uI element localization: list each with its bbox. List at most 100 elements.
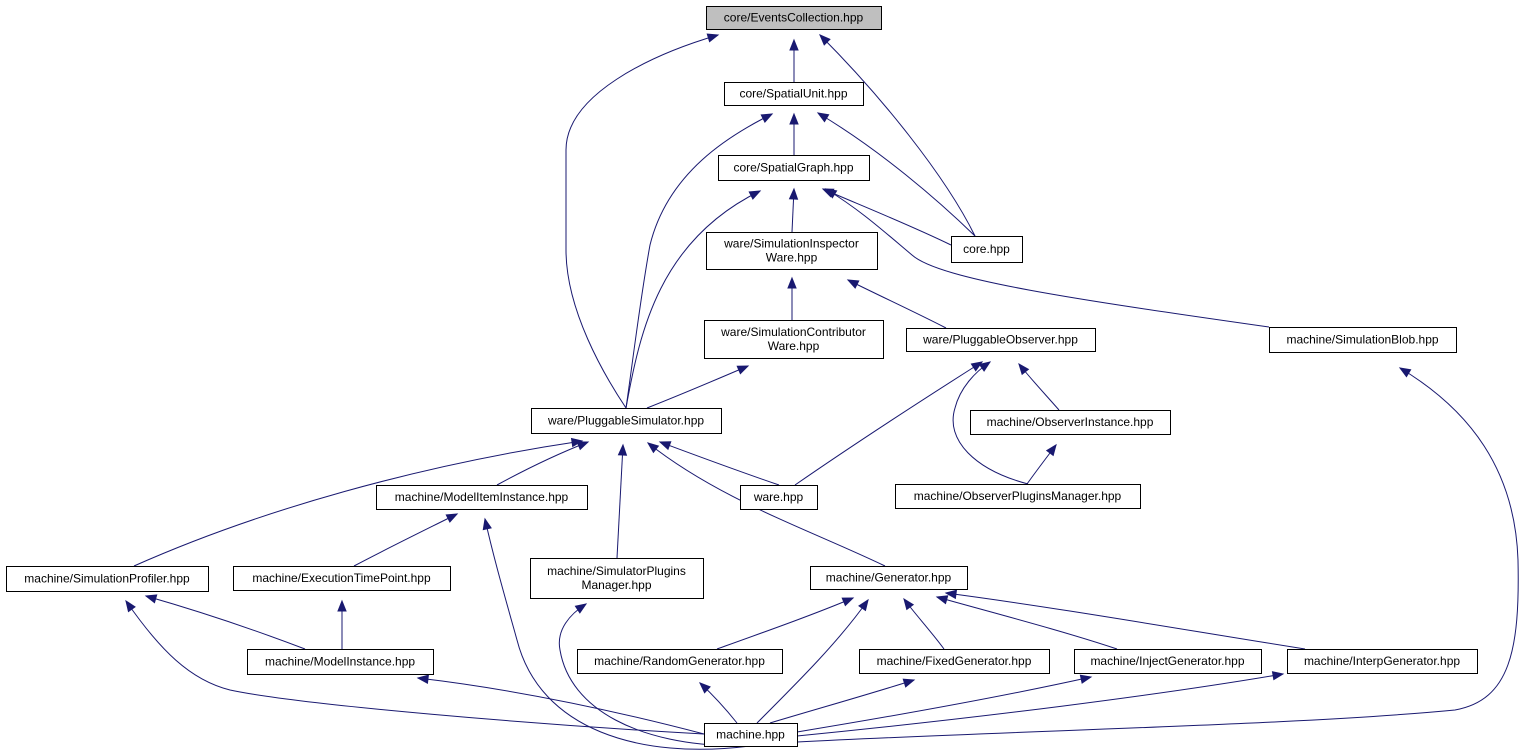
node-box [740, 485, 818, 510]
node-label: core/SpatialUnit.hpp [739, 87, 847, 101]
edge-line [659, 441, 780, 486]
node-simprofiler[interactable]: machine/SimulationProfiler.hpp [6, 566, 209, 592]
edge-machine-to-fixedgen [769, 678, 916, 724]
node-box [704, 320, 884, 359]
edge-arrowhead [760, 113, 774, 123]
node-box [247, 649, 434, 675]
node-observerplugins[interactable]: machine/ObserverPluginsManager.hpp [895, 484, 1141, 509]
edge-arrowhead [819, 34, 831, 46]
edge-ware-to-pluggablesim [658, 441, 780, 486]
node-label: machine/InjectGenerator.hpp [1090, 654, 1244, 668]
edge-line [716, 597, 854, 650]
edge-arrowhead [576, 441, 590, 451]
node-modelinstance[interactable]: machine/ModelInstance.hpp [247, 649, 434, 675]
edge-arrowhead [789, 112, 799, 125]
edge-arrowhead [1018, 362, 1030, 376]
edge-arrowhead [788, 187, 799, 200]
node-ware[interactable]: ware.hpp [740, 485, 818, 510]
edge-line [817, 112, 976, 237]
edge-line [616, 444, 624, 559]
edge-pluggablesim-to-spatialgraph [625, 190, 762, 409]
edge-arrowhead [816, 112, 830, 123]
node-observerinstance[interactable]: machine/ObserverInstance.hpp [970, 410, 1171, 435]
node-label: Ware.hpp [768, 339, 820, 353]
node-spatialgraph[interactable]: core/SpatialGraph.hpp [718, 155, 870, 181]
node-pluggableobserver[interactable]: ware/PluggableObserver.hpp [906, 328, 1096, 352]
node-simblob[interactable]: machine/SimulationBlob.hpp [1269, 327, 1457, 353]
edge-line [625, 113, 773, 409]
node-label: machine/ObserverPluginsManager.hpp [914, 489, 1122, 503]
node-label: machine/SimulationBlob.hpp [1286, 333, 1438, 347]
edge-arrowhead [978, 361, 992, 372]
edge-line [484, 518, 751, 750]
node-box [531, 408, 722, 434]
edge-spatialunit-to-events [789, 38, 799, 82]
node-label: machine/RandomGenerator.hpp [594, 654, 765, 668]
edge-injectgen-to-generator [935, 595, 1118, 650]
node-injectgen[interactable]: machine/InjectGenerator.hpp [1074, 649, 1262, 674]
node-label: machine/FixedGenerator.hpp [877, 654, 1032, 668]
node-box [706, 232, 878, 270]
node-interpgen[interactable]: machine/InterpGenerator.hpp [1287, 649, 1478, 674]
node-box [895, 484, 1141, 509]
node-box [906, 328, 1096, 352]
node-machine[interactable]: machine.hpp [704, 723, 798, 747]
edge-line [794, 361, 983, 486]
edge-ware-to-pluggableobserver [794, 361, 984, 486]
edge-simprofiler-to-pluggablesim [133, 437, 584, 567]
edge-line [565, 34, 719, 409]
node-exectimepoint[interactable]: machine/ExecutionTimePoint.hpp [233, 566, 451, 591]
edge-observerinstance-to-pluggableobserver [1018, 362, 1060, 411]
node-box [718, 155, 870, 181]
node-events: core/EventsCollection.hpp [706, 6, 882, 30]
node-modeliteminstance[interactable]: machine/ModelItemInstance.hpp [376, 485, 588, 510]
edge-line [796, 367, 1519, 743]
node-label: machine.hpp [716, 728, 785, 742]
node-box [233, 566, 451, 591]
edge-siminspector-to-spatialgraph [788, 187, 799, 233]
edge-arrowhead [617, 443, 628, 456]
edge-core-to-spatialunit [816, 112, 976, 237]
node-box [577, 649, 783, 674]
edge-line [125, 600, 705, 735]
edge-arrowhead [787, 276, 797, 289]
edge-arrowhead [1079, 674, 1093, 684]
edge-arrowhead [699, 682, 711, 694]
edge-arrowhead [658, 441, 672, 451]
node-core[interactable]: core.hpp [951, 236, 1023, 263]
node-box [1074, 649, 1262, 674]
edge-line [558, 603, 737, 747]
edge-simblob-to-spatialgraph [824, 188, 1270, 328]
edge-line [822, 188, 952, 246]
node-label: machine/ModelItemInstance.hpp [395, 490, 569, 504]
edge-line [952, 361, 1029, 485]
edge-interpgen-to-generator [944, 589, 1306, 650]
node-label: core/EventsCollection.hpp [724, 11, 864, 25]
node-spatialunit[interactable]: core/SpatialUnit.hpp [724, 82, 864, 106]
edge-line [756, 599, 869, 724]
edge-observerplugins-to-observerinstance [1026, 443, 1057, 485]
edge-arrowhead [824, 188, 838, 199]
edge-modelinstance-to-simprofiler [144, 594, 306, 650]
edge-arrowhead [846, 279, 860, 289]
edge-exectimepoint-to-modeliteminstance [353, 513, 459, 567]
node-box [970, 410, 1171, 435]
node-fixedgen[interactable]: machine/FixedGenerator.hpp [859, 649, 1050, 674]
node-pluggablesim[interactable]: ware/PluggableSimulator.hpp [531, 408, 722, 434]
node-generator[interactable]: machine/Generator.hpp [810, 566, 968, 590]
edge-line [796, 673, 1284, 737]
node-randomgen[interactable]: machine/RandomGenerator.hpp [577, 649, 783, 674]
edge-line [646, 365, 749, 409]
node-label: ware/PluggableObserver.hpp [922, 333, 1078, 347]
node-box [1287, 649, 1478, 674]
edge-arrowhead [337, 599, 347, 612]
node-box [706, 6, 882, 30]
node-box [951, 236, 1023, 263]
edge-pluggablesim-to-simcontributor [646, 365, 750, 409]
node-label: machine/SimulationProfiler.hpp [24, 572, 190, 586]
node-label: core/SpatialGraph.hpp [733, 161, 853, 175]
edge-arrowhead [574, 603, 588, 614]
